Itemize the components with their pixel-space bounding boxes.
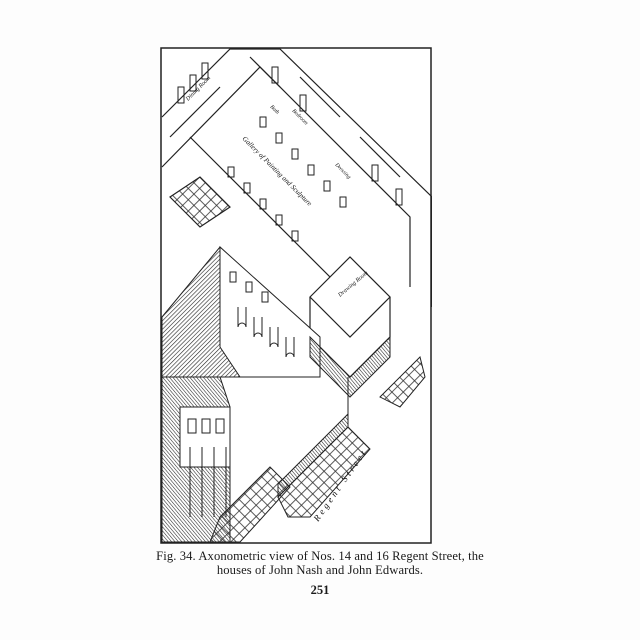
label-bath: Bath [269,104,281,116]
page-number: 251 [310,583,330,597]
corner-building [161,376,291,543]
axonometric-drawing: Dining Room Bath Bedroom Gallery of Pain… [160,47,432,544]
figure-caption: Fig. 34. Axonometric view of Nos. 14 and… [140,549,500,577]
street-railings [277,356,426,518]
caption-line-2: houses of John Nash and John Edwards. [216,563,424,577]
caption-line-1: Fig. 34. Axonometric view of Nos. 14 and… [156,549,484,563]
facade-arcade [219,245,391,398]
building-upper [161,48,432,378]
axonometric-figure: Dining Room Bath Bedroom Gallery of Pain… [160,47,432,544]
